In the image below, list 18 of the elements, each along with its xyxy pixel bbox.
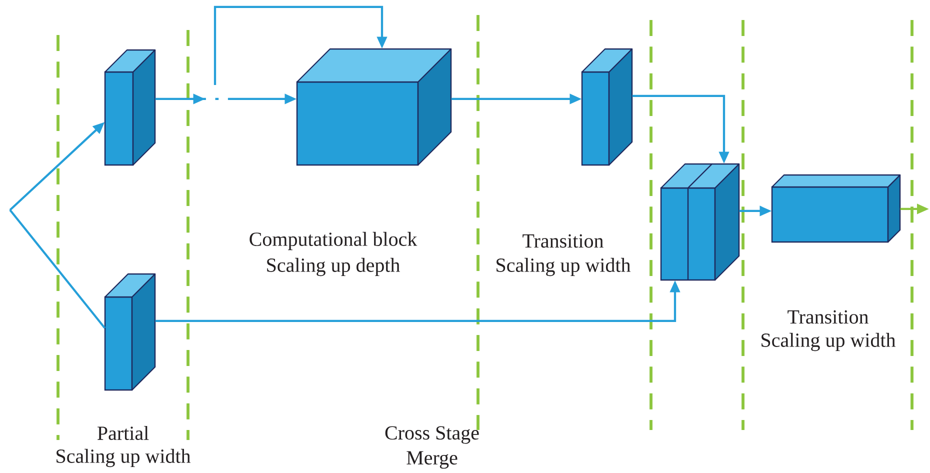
arrow [214, 6, 388, 85]
cuboid-block [296, 48, 452, 166]
stage-label: Scaling up depth [267, 258, 400, 276]
cuboid-block [660, 163, 740, 281]
stage-label: Scaling up width [762, 332, 896, 352]
cuboid-block [104, 49, 156, 166]
stage-label: Cross Stage [385, 426, 479, 444]
stage-label: Transition [788, 310, 868, 324]
cuboid-block [581, 48, 633, 166]
stage-label: Scaling up width [496, 258, 631, 276]
stage-label: Scaling up width [56, 448, 191, 468]
cuboid-block [104, 273, 156, 391]
stage-label: Merge [406, 451, 458, 469]
connector-line [9, 209, 106, 329]
stage-label: Computational block [250, 232, 418, 250]
cuboid-block [771, 174, 901, 243]
stage-label: Partial [98, 426, 149, 440]
stage-label: Transition [522, 234, 604, 248]
